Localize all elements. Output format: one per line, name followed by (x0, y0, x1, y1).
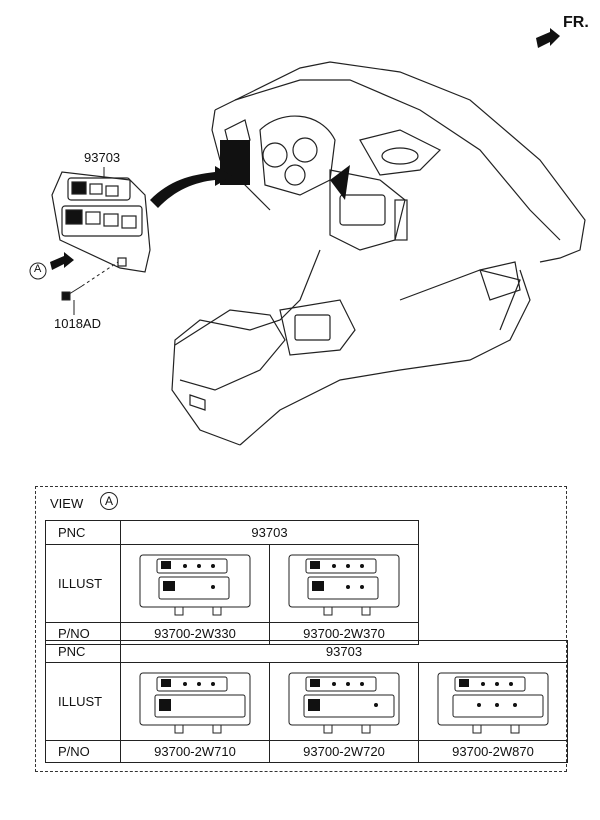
illust-cell (269, 662, 419, 741)
pnc-label: PNC (45, 640, 121, 663)
illust-cell (418, 662, 568, 741)
part-number: 93700-2W720 (269, 740, 419, 763)
part-number: 93700-2W870 (418, 740, 568, 763)
view-title-marker-letter: A (104, 494, 113, 508)
illust-cell (120, 662, 270, 741)
pno-label: P/NO (45, 740, 121, 763)
switch-illustration-2w330 (139, 554, 251, 615)
illust-cell (120, 544, 270, 623)
view-a-box (35, 486, 567, 772)
switch-illustration-2w710 (139, 672, 251, 733)
direction-label: FR. (563, 14, 589, 31)
switch-illustration-2w370 (288, 554, 400, 615)
switch-illustration-2w720 (288, 672, 400, 733)
view-title: VIEW (50, 496, 84, 511)
pnc-value: 93703 (120, 520, 419, 545)
switch-part-number: 93703 (84, 150, 121, 165)
front-arrow-icon (536, 28, 560, 48)
dashboard-diagram (29, 28, 586, 446)
switch-illustration-2w870 (437, 672, 549, 733)
illust-label: ILLUST (45, 544, 121, 623)
location-arrow-icon (150, 166, 232, 208)
pnc-value: 93703 (120, 640, 568, 663)
screw-illustration (61, 261, 119, 315)
dashboard-illustration (171, 61, 586, 446)
illust-cell (269, 544, 419, 623)
switch-panel-illustration (51, 171, 151, 273)
screw-part-number: 1018AD (54, 316, 101, 331)
part-number: 93700-2W710 (120, 740, 270, 763)
view-a-marker (29, 262, 47, 280)
view-marker-letter: A (34, 263, 42, 275)
pnc-label: PNC (45, 520, 121, 545)
illust-label: ILLUST (45, 662, 121, 741)
parts-table-top: PNC 93703 ILLUST P/NO 93700-2W330 93700-… (45, 520, 419, 645)
view-a-arrow-icon (50, 252, 74, 270)
view-title-marker: A (100, 492, 118, 510)
parts-table-bottom: PNC 93703 ILLUST P/NO (45, 640, 568, 763)
